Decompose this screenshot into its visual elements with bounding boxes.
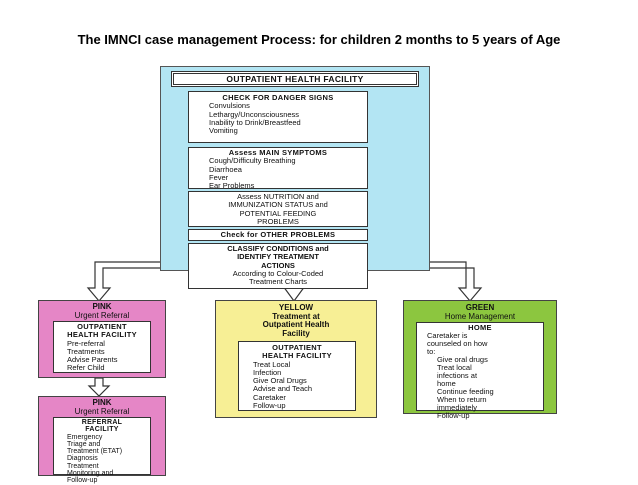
other-problems-box: Check for OTHER PROBLEMS — [188, 229, 368, 241]
yellow-item: Caretaker — [253, 392, 286, 402]
referral-item: Emergency — [67, 433, 103, 441]
yellow-item: Treat Local — [253, 359, 291, 369]
classify-line: Treatment Charts — [248, 277, 308, 287]
danger-signs-box: CHECK FOR DANGER SIGNS Convulsions Letha… — [188, 91, 368, 143]
main-symptoms-box: Assess MAIN SYMPTOMS Cough/Difficulty Br… — [188, 147, 368, 191]
pink-outpatient-item: Refer Child — [67, 363, 105, 373]
pink-urgent-referral-panel: PINK Urgent Referral OUTPATIENT HEALTH F… — [38, 300, 166, 378]
referral-item: Follow-up — [67, 477, 98, 485]
home-item: Follow-up — [437, 411, 470, 420]
referral-item: Treatment (ETAT) — [67, 448, 123, 456]
yellow-outpatient-title: OUTPATIENT — [272, 343, 322, 352]
home-item: When to return — [437, 395, 487, 404]
green-label-title: GREEN — [465, 303, 495, 312]
main-symptoms-title: Assess MAIN SYMPTOMS — [228, 148, 328, 157]
pink-outpatient-box: OUTPATIENT HEALTH FACILITY Pre-referral … — [53, 321, 151, 373]
referral-facility-title: REFERRAL — [81, 419, 123, 426]
pink-outpatient-title: HEALTH FACILITY — [67, 330, 137, 340]
referral-item: Diagnosis — [67, 455, 98, 463]
home-title: HOME — [468, 323, 492, 332]
home-item: Continue feeding — [437, 387, 494, 396]
danger-sign-item: Lethargy/Unconsciousness — [209, 109, 300, 119]
symptom-item: Diarrhoea — [209, 164, 242, 174]
referral-item: Triage and — [67, 440, 101, 448]
classify-line: CLASSIFY CONDITIONS and — [227, 244, 329, 253]
symptom-item: Fever — [209, 172, 229, 182]
pink-outpatient-item: Treatments — [67, 346, 105, 356]
home-intro: Caretaker is — [427, 331, 468, 340]
yellow-label: Outpatient Health — [262, 320, 330, 329]
nutrition-box: Assess NUTRITION and IMMUNIZATION STATUS… — [188, 191, 368, 227]
referral-facility-box: REFERRAL FACILITY Emergency Triage and T… — [53, 417, 151, 484]
pink-label-title: PINK — [92, 302, 112, 311]
home-item: Treat local — [437, 363, 472, 372]
danger-sign-item: Vomiting — [209, 126, 238, 136]
arrow-pink-to-referral — [87, 377, 111, 397]
nutrition-line: PROBLEMS — [257, 216, 299, 226]
yellow-label: YELLOW — [278, 303, 314, 312]
other-problems-label: Check for OTHER PROBLEMS — [220, 230, 336, 239]
referral-item: Treatment — [67, 462, 99, 470]
danger-sign-item: Convulsions — [209, 101, 250, 111]
outpatient-header-label: OUTPATIENT HEALTH FACILITY — [226, 74, 364, 84]
yellow-outpatient-box: OUTPATIENT HEALTH FACILITY Treat Local I… — [238, 341, 356, 411]
classify-box: CLASSIFY CONDITIONS and IDENTIFY TREATME… — [188, 243, 368, 289]
yellow-outpatient-title: HEALTH FACILITY — [262, 351, 332, 361]
pink2-label-sub: Urgent Referral — [74, 406, 130, 416]
pink-outpatient-title: OUTPATIENT — [77, 322, 127, 331]
pink-outpatient-item: Pre-referral — [67, 338, 105, 348]
symptom-item: Ear Problems — [209, 181, 255, 191]
home-item: Give oral drugs — [437, 355, 488, 364]
outpatient-facility-panel: OUTPATIENT HEALTH FACILITY CHECK FOR DAN… — [160, 66, 430, 289]
home-box: HOME Caretaker is counseled on how to: G… — [416, 322, 544, 420]
referral-item: Monitoring and — [67, 470, 114, 478]
yellow-label: Facility — [282, 328, 310, 338]
home-item: immediately — [437, 403, 478, 412]
green-home-management-panel: GREEN Home Management HOME Caretaker is … — [403, 300, 557, 420]
home-item: infections at — [437, 371, 478, 380]
yellow-item: Give Oral Drugs — [253, 376, 307, 386]
yellow-item: Infection — [253, 367, 282, 377]
classify-line: ACTIONS — [261, 260, 295, 270]
classify-line: According to Colour-Coded — [232, 268, 324, 278]
yellow-label: Treatment at — [272, 311, 320, 321]
yellow-treatment-panel: YELLOW Treatment at Outpatient Health Fa… — [215, 300, 377, 418]
danger-sign-item: Inability to Drink/Breastfeed — [209, 117, 301, 127]
outpatient-header: OUTPATIENT HEALTH FACILITY — [171, 71, 419, 87]
yellow-item: Advise and Teach — [253, 384, 313, 394]
symptom-item: Cough/Difficulty Breathing — [209, 156, 296, 166]
danger-signs-title: CHECK FOR DANGER SIGNS — [222, 93, 334, 102]
yellow-item: Follow-up — [253, 401, 286, 411]
pink-label-sub: Urgent Referral — [74, 310, 130, 320]
pink-outpatient-item: Advise Parents — [67, 355, 118, 365]
home-intro: counseled on how — [427, 339, 488, 348]
arrow-to-green — [403, 261, 483, 302]
pink-referral-facility-panel: PINK Urgent Referral REFERRAL FACILITY E… — [38, 396, 166, 484]
green-label-sub: Home Management — [444, 311, 516, 321]
pink2-label-title: PINK — [92, 398, 112, 407]
nutrition-line: IMMUNIZATION STATUS and — [228, 200, 328, 210]
home-intro: to: — [427, 347, 436, 356]
nutrition-line: Assess NUTRITION and — [237, 192, 319, 201]
classify-line: IDENTIFY TREATMENT — [237, 252, 319, 262]
home-item: home — [437, 379, 456, 388]
nutrition-line: POTENTIAL FEEDING — [239, 208, 317, 218]
referral-facility-title: FACILITY — [85, 426, 119, 434]
slide-title: The IMNCI case management Process: for c… — [77, 32, 561, 47]
